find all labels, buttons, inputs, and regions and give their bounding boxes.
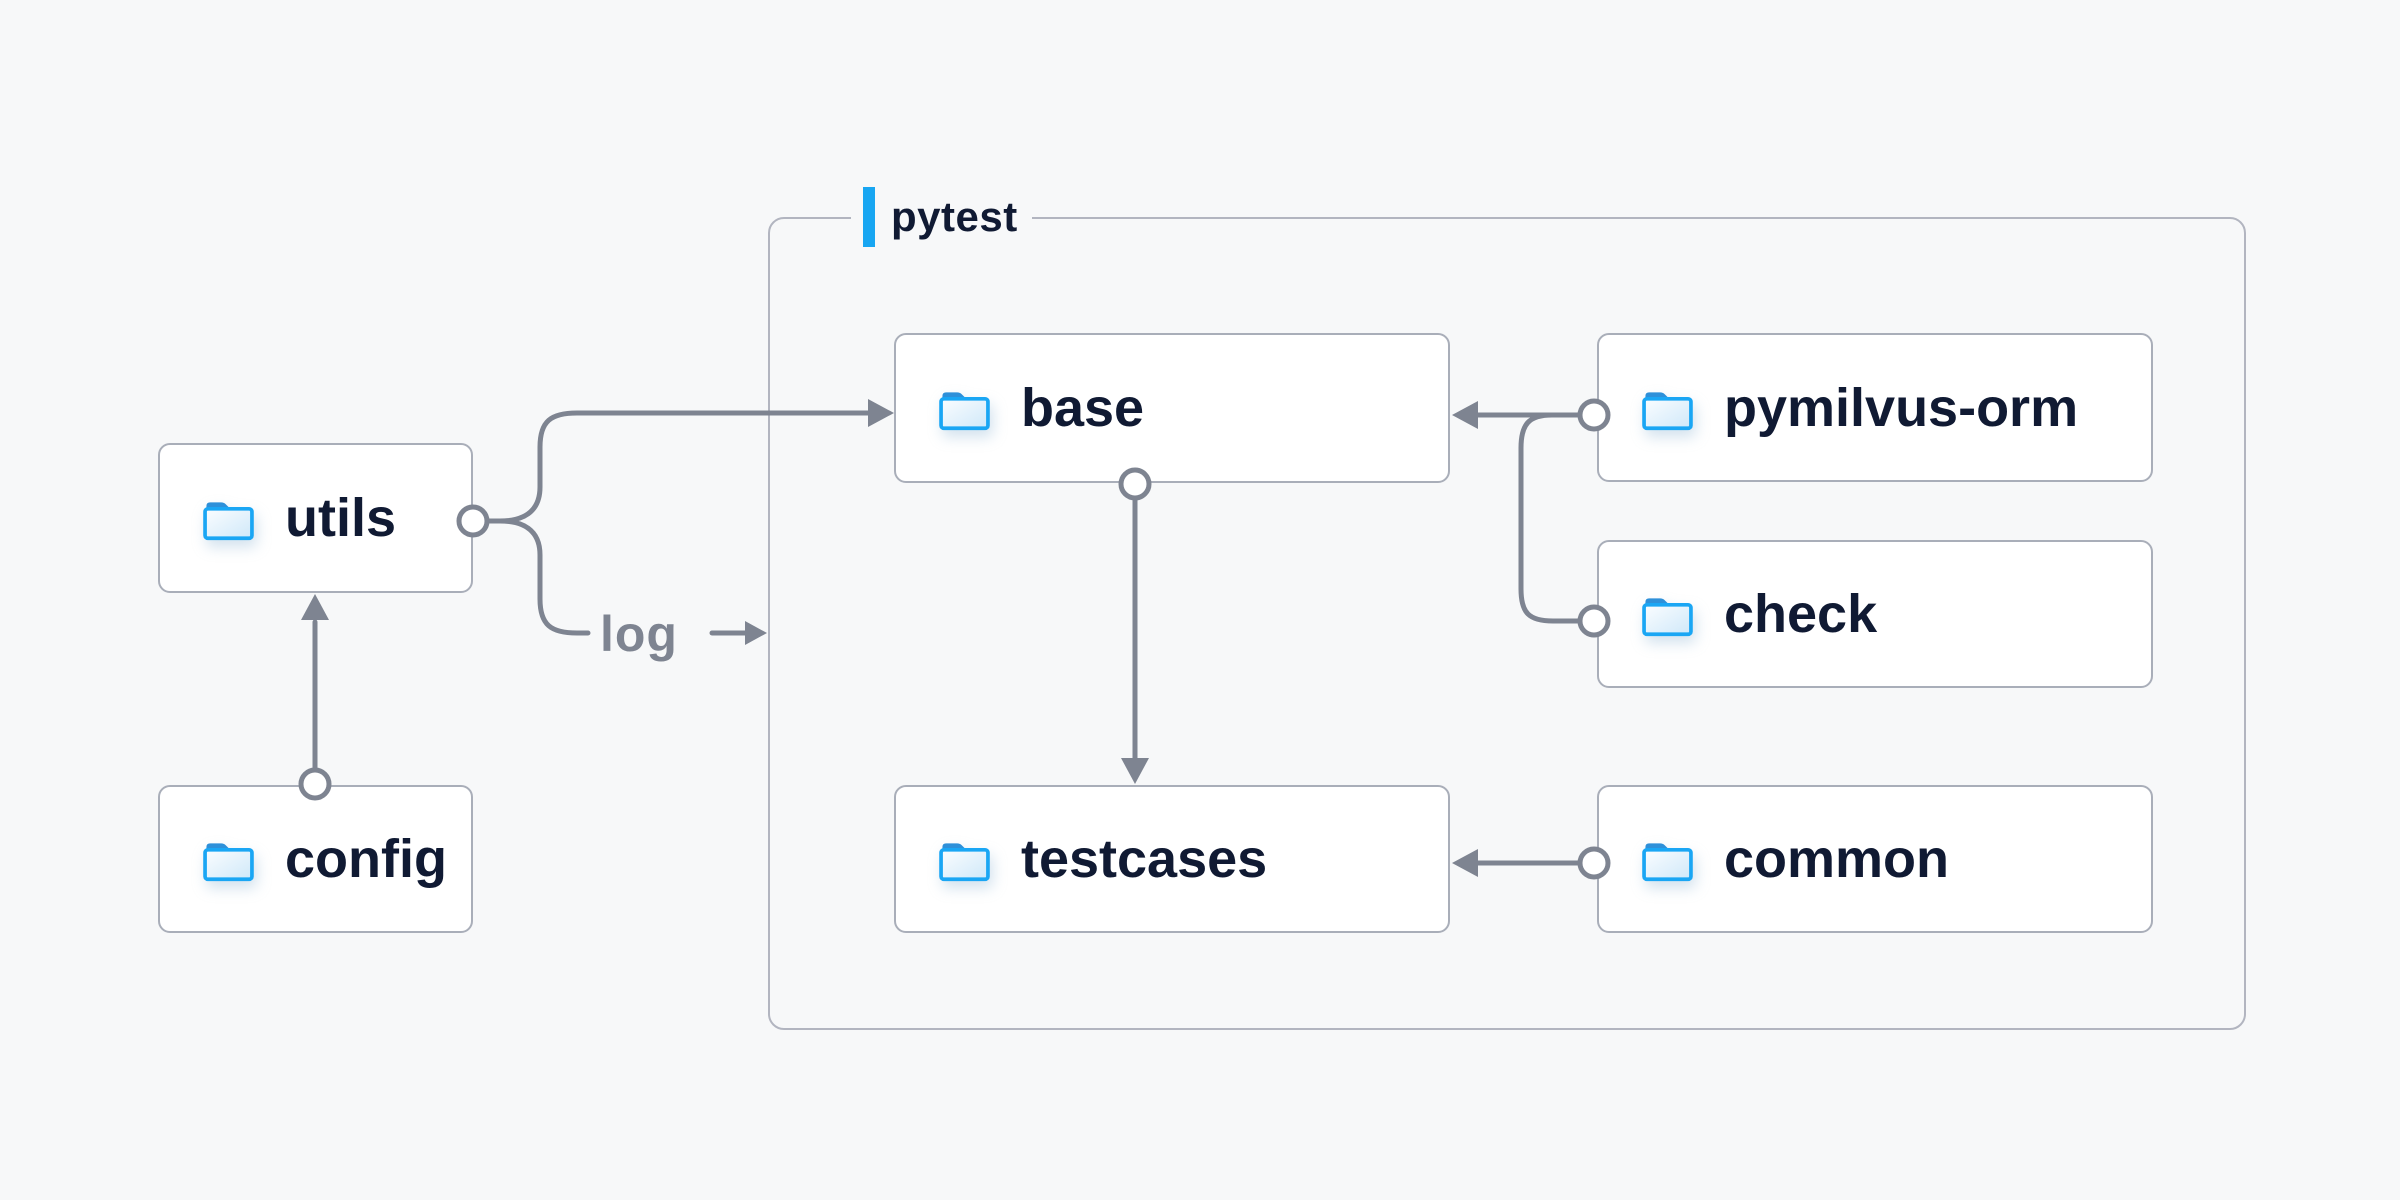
folder-icon (203, 502, 254, 541)
node-utils: utils (158, 443, 473, 593)
pytest-label-text: pytest (891, 193, 1018, 240)
pytest-container-label: pytest (851, 186, 1032, 248)
folder-icon (203, 843, 254, 882)
folder-icon (1642, 391, 1693, 430)
node-label: config (285, 829, 447, 889)
node-base: base (894, 333, 1450, 483)
node-label: testcases (1021, 829, 1268, 889)
edge-label-log: log (600, 606, 678, 662)
node-config: config (158, 785, 473, 933)
node-check: check (1597, 540, 2153, 688)
pytest-container (768, 217, 2246, 1030)
node-pymilvus-orm: pymilvus-orm (1597, 333, 2153, 482)
node-label: common (1724, 829, 1950, 889)
node-label: pymilvus-orm (1724, 377, 2079, 438)
node-testcases: testcases (894, 785, 1450, 933)
folder-icon (1642, 843, 1693, 882)
node-label: utils (285, 488, 397, 548)
arrowhead-up-icon (301, 594, 329, 620)
folder-icon (939, 843, 990, 882)
node-common: common (1597, 785, 2153, 933)
arrowhead-right-small-icon (745, 621, 767, 645)
node-label: check (1724, 584, 1878, 644)
accent-bar (863, 187, 875, 247)
folder-icon (939, 392, 990, 431)
node-label: base (1021, 378, 1145, 438)
edge-config-utils (301, 594, 329, 771)
folder-icon (1642, 598, 1693, 637)
